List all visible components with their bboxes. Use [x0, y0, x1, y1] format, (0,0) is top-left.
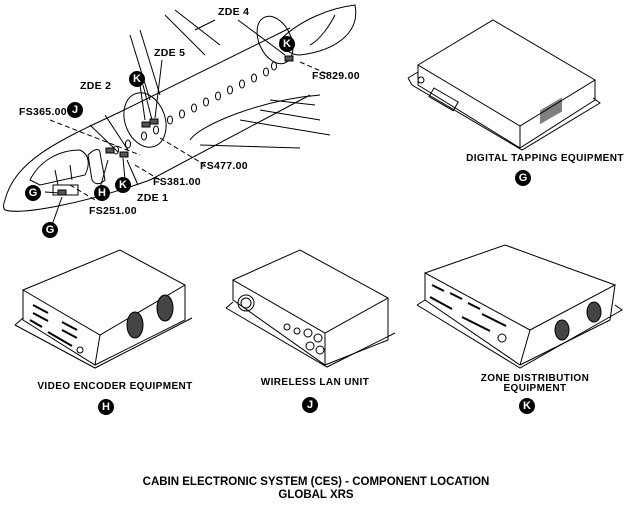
- caption-wlan-unit: WIRELESS LAN UNIT: [260, 377, 370, 388]
- wlan-drawing: [225, 249, 396, 368]
- figure-title-line2: GLOBAL XRS: [278, 489, 354, 501]
- station-leaders: [49, 61, 331, 201]
- callout-k-component: K: [519, 398, 535, 414]
- caption-zde-line2: EQUIPMENT: [503, 383, 567, 394]
- callout-k-zde1: K: [115, 177, 131, 193]
- zone-label-zde4: ZDE 4: [218, 6, 250, 18]
- station-label-fs829: FS829.00: [312, 70, 360, 82]
- callout-leaders: [44, 19, 286, 226]
- cabin-windows: [113, 61, 277, 155]
- aircraft-drawing: [3, 4, 357, 226]
- station-label-fs365: FS365.00: [19, 106, 67, 118]
- callout-k-zde4: K: [279, 36, 295, 52]
- wing: [189, 94, 331, 149]
- callout-j: J: [67, 102, 83, 118]
- callout-g-1: G: [25, 185, 41, 201]
- zone-label-zde5: ZDE 5: [154, 47, 186, 59]
- figure-title-line1: CABIN ELECTRONIC SYSTEM (CES) - COMPONEN…: [142, 476, 490, 488]
- caption-digital-tapping: DIGITAL TAPPING EQUIPMENT: [466, 153, 624, 164]
- video-encoder-drawing: [14, 249, 193, 369]
- callout-j-component: J: [302, 397, 318, 413]
- callout-h: H: [94, 185, 110, 201]
- callout-g-2: G: [42, 222, 58, 238]
- zone-label-zde2: ZDE 2: [80, 80, 112, 92]
- callout-g-component: G: [515, 170, 531, 186]
- station-label-fs251: FS251.00: [89, 205, 137, 217]
- zone-label-zde1: ZDE 1: [137, 192, 169, 204]
- caption-zde-line1: ZONE DISTRIBUTION: [480, 373, 590, 384]
- fuselage-bottom: [4, 94, 311, 212]
- zde-drawing: [416, 244, 623, 369]
- caption-video-encoder: VIDEO ENCODER EQUIPMENT: [37, 381, 193, 392]
- station-label-fs381: FS381.00: [153, 176, 201, 188]
- installed-units: [57, 55, 294, 196]
- callout-h-component: H: [98, 399, 114, 415]
- fuselage-nose: [3, 199, 6, 211]
- digital-tapping-drawing: [407, 19, 601, 151]
- station-label-fs477: FS477.00: [200, 160, 248, 172]
- fuselage-top: [4, 27, 291, 201]
- callout-k-zde2-5: K: [129, 71, 145, 87]
